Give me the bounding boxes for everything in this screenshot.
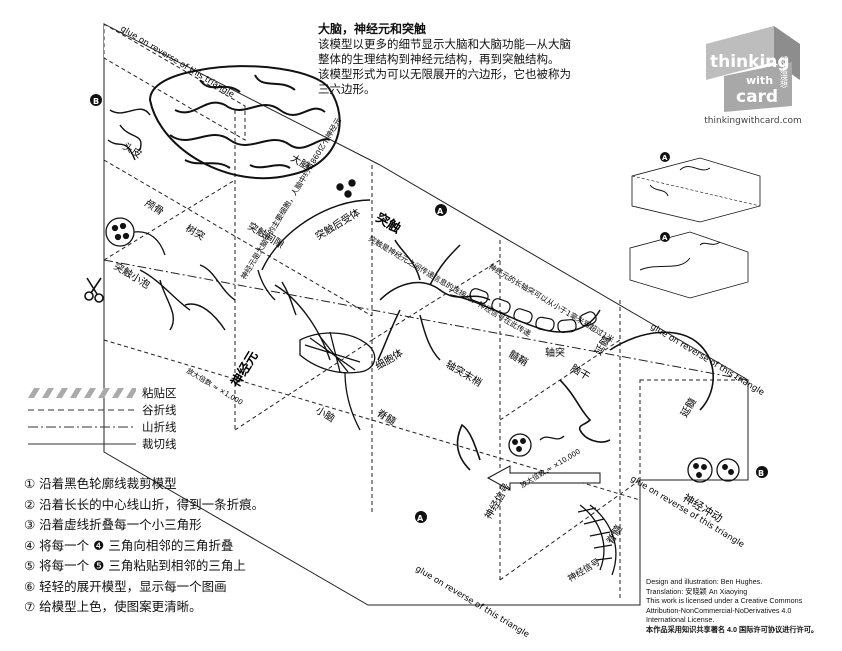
legend-label-valley: 谷折线 <box>142 402 177 417</box>
svg-text:B: B <box>93 97 99 106</box>
preview-folded-b: A <box>629 231 749 299</box>
center-fold-line <box>103 259 749 381</box>
description-line-3: 该模型形式为可以无限展开的六边形，它也被称为 <box>318 67 571 81</box>
glue-pattern-icon <box>28 387 136 398</box>
step-3: ③ 沿着虚线折叠每一个小三角形 <box>24 517 202 532</box>
credit-line-2: Translation: 安晓颖 An Xiaoying <box>646 586 748 596</box>
instructions-list: ① 沿着黑色轮廓线裁剪模型 ② 沿着长长的中心线山折，得到一条折痕。 ③ 沿着虚… <box>24 474 264 618</box>
label-vesicle: 突触小泡 <box>111 259 152 291</box>
marker-a-middle: A <box>435 204 447 216</box>
step-2: ② 沿着长长的中心线山折，得到一条折痕。 <box>24 496 265 512</box>
marker-a-bottom: A <box>415 511 427 523</box>
credit-line-3: This work is licensed under a Creative C… <box>646 596 803 605</box>
label-receptor: 突触后受体 <box>313 206 363 243</box>
svg-text:A: A <box>437 207 444 216</box>
credit-line-cn: 本作品采用知识共享署名 4.0 国际许可协议进行许可。 <box>646 624 819 634</box>
description-line-2: 整体的生理结构到神经元结构，再到突触结构。 <box>318 52 560 66</box>
label-axon-terminal: 轴突末梢 <box>443 357 484 389</box>
label-signal-2: 神经信号 <box>565 556 602 585</box>
label-synapse: 突触 <box>373 210 404 237</box>
svg-text:B: B <box>758 469 764 478</box>
label-skull: 颅骨 <box>142 197 165 218</box>
neuron-illustration <box>377 239 601 361</box>
glue-strip-top <box>103 23 246 141</box>
synapse-description: 突触是神经元之间传递信息的连接点，神经信号在此传递 <box>367 233 533 338</box>
logo-word-1: thinking <box>710 52 790 72</box>
marker-b-top: B <box>90 94 102 106</box>
credits: Design and illustration: Ben Hughes. Tra… <box>646 577 818 634</box>
label-neuron: 神经元 <box>228 348 262 390</box>
label-medulla-2: 延髓 <box>677 396 698 420</box>
credit-line-1: Design and illustration: Ben Hughes. <box>646 577 763 586</box>
glue-note-lower-right: glue on reverse of this triangle <box>628 474 745 550</box>
marker-b-right: B <box>756 466 768 478</box>
description-line-1: 该模型以更多的细节显示大脑和大脑功能—从大脑 <box>318 37 571 51</box>
legend: 粘贴区 谷折线 山折线 裁切线 <box>28 384 177 452</box>
valley-fold-line-icon <box>28 409 136 410</box>
step-1: ① 沿着黑色轮廓线裁剪模型 <box>24 476 177 491</box>
scissors-icon <box>84 277 104 303</box>
step-6: ⑥ 轻轻的展开模型，显示每一个图画 <box>24 578 227 594</box>
legend-valley: 谷折线 <box>28 401 177 418</box>
legend-mountain: 山折线 <box>28 418 177 435</box>
glue-note-bottom: glue on reverse of this triangle <box>413 564 530 640</box>
label-spinal-cord: 脊髓 <box>374 406 398 427</box>
svg-text:A: A <box>662 234 668 242</box>
svg-text:A: A <box>417 514 424 523</box>
description-block: 大脑，神经元和突触 该模型以更多的细节显示大脑和大脑功能—从大脑 整体的生理结构… <box>318 22 618 97</box>
mountain-fold-line-icon <box>28 426 136 427</box>
legend-label-glue: 粘贴区 <box>142 385 177 400</box>
label-signal: 神经信号 <box>481 481 513 522</box>
label-axon: 轴突 <box>545 346 565 359</box>
label-brainstem: 脑干 <box>568 361 592 382</box>
cut-line-icon <box>28 443 136 444</box>
signal-arrow <box>486 465 601 491</box>
brain-illustration <box>148 65 341 180</box>
logo-word-3: card <box>736 87 778 107</box>
label-cerebellum: 小脑 <box>313 403 337 424</box>
legend-cut: 裁切线 <box>28 435 177 452</box>
neuron-description: 神经元是大脑中的主要细胞，人脑中约有860亿个神经元 <box>238 115 343 281</box>
logo-url: thinkingwithcard.com <box>704 116 802 126</box>
preview-folded-a: A <box>631 152 761 223</box>
brand-logo: thinking with card 纸上漫想 thinkingwithcard… <box>704 22 802 126</box>
credit-line-5: International License. <box>646 615 715 624</box>
legend-glue: 粘贴区 <box>28 384 177 401</box>
credit-line-4: Attribution-NonCommercial-NoDerivatives … <box>646 605 792 615</box>
glue-note-right: glue on reverse of this triangle <box>648 322 765 398</box>
logo-word-2: with <box>746 74 773 87</box>
logo-cn: 纸上漫想 <box>780 55 789 88</box>
step-4: ④ 将每一个 ❹ 三角向相邻的三角折叠 <box>24 537 234 553</box>
step-7: ⑦ 给模型上色，使图案更清晰。 <box>24 599 202 614</box>
cerebellum-illustration <box>299 331 376 431</box>
label-myelin: 髓鞘 <box>506 347 530 368</box>
legend-label-mountain: 山折线 <box>142 419 177 434</box>
svg-text:A: A <box>662 154 668 162</box>
legend-label-cut: 裁切线 <box>142 436 177 451</box>
label-spinal-cord-2: 脊髓 <box>603 523 624 547</box>
label-dendrite: 树突 <box>183 221 207 242</box>
page-title: 大脑，神经元和突触 <box>318 22 427 36</box>
step-5: ⑤ 将每一个 ❺ 三角粘贴到相邻的三角上 <box>24 558 246 573</box>
